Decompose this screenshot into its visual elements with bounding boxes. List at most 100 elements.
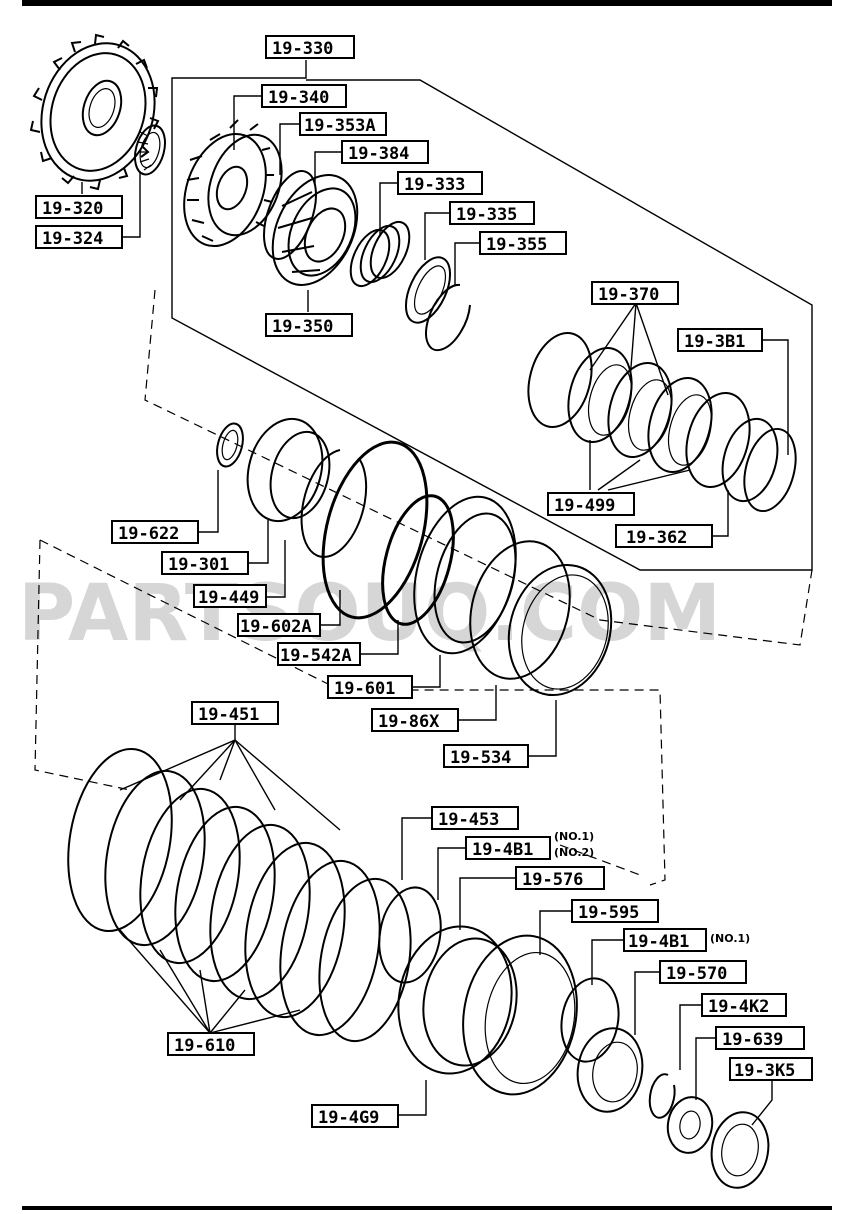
callout-19-330[interactable]: 19-330: [265, 35, 355, 59]
callout-text: 19-3K5: [734, 1061, 795, 1081]
part-19-340-drum: [183, 119, 283, 248]
callout-19-3B1[interactable]: 19-3B1: [677, 328, 763, 352]
part-19-449-snap-ring: [300, 449, 368, 558]
callout-text: 19-301: [168, 555, 229, 575]
callout-19-324[interactable]: 19-324: [35, 225, 123, 249]
callout-19-370[interactable]: 19-370: [591, 281, 679, 305]
part-19-355-snap-ring: [425, 283, 471, 352]
callout-text: 19-333: [404, 175, 465, 195]
callout-19-451[interactable]: 19-451: [191, 701, 279, 725]
callout-text: 19-362: [626, 528, 687, 548]
callout-text: 19-451: [198, 705, 259, 725]
callout-text: 19-610: [174, 1036, 235, 1056]
callout-text: 19-3B1: [684, 332, 745, 352]
callout-19-639[interactable]: 19-639: [715, 1026, 805, 1050]
callout-text: 19-384: [348, 144, 409, 164]
callout-19-610[interactable]: 19-610: [167, 1032, 255, 1056]
callout-text: 19-449: [198, 588, 259, 608]
part-19-4B1-snap-ring: [560, 977, 620, 1063]
callout-19-542A[interactable]: 19-542A: [277, 642, 361, 666]
part-19-534-ring: [507, 563, 613, 697]
part-19-602A-seal: [321, 440, 429, 620]
part-19-639-washer: [666, 1096, 714, 1154]
callout-19-4B1-no1-no2[interactable]: 19-4B1: [465, 836, 551, 860]
callout-19-353A[interactable]: 19-353A: [299, 112, 387, 136]
callout-text: 19-601: [334, 679, 395, 699]
note-no1-a: (NO.1): [554, 830, 594, 843]
callout-text: 19-622: [118, 524, 179, 544]
callout-text: 19-534: [450, 748, 511, 768]
callout-19-4K2[interactable]: 19-4K2: [701, 993, 787, 1017]
part-19-324-bearing: [134, 124, 166, 176]
callout-text: 19-353A: [304, 116, 376, 136]
callout-19-3K5[interactable]: 19-3K5: [729, 1057, 813, 1081]
callout-19-384[interactable]: 19-384: [341, 140, 429, 164]
callout-19-340[interactable]: 19-340: [261, 84, 347, 108]
callout-text: 19-370: [598, 285, 659, 305]
callout-19-355[interactable]: 19-355: [479, 231, 567, 255]
callout-text: 19-542A: [280, 646, 352, 666]
callout-19-362[interactable]: 19-362: [615, 524, 713, 548]
part-19-320-gear: [29, 33, 160, 191]
callout-19-449[interactable]: 19-449: [193, 584, 267, 608]
callout-19-595[interactable]: 19-595: [571, 899, 659, 923]
callout-19-601[interactable]: 19-601: [327, 675, 413, 699]
callout-19-350[interactable]: 19-350: [265, 313, 353, 337]
callout-text: 19-335: [456, 205, 517, 225]
callout-19-320[interactable]: 19-320: [35, 195, 123, 219]
callout-text: 19-324: [42, 229, 103, 249]
part-19-576-drum: [397, 925, 518, 1075]
part-19-451-19-610-plates: [67, 747, 412, 1043]
leader-lines: [81, 95, 789, 1126]
part-19-86X-seal: [469, 540, 571, 680]
callout-text: 19-595: [578, 903, 639, 923]
callout-text: 19-4G9: [318, 1108, 379, 1128]
callout-text: 19-350: [272, 317, 333, 337]
callout-19-86X[interactable]: 19-86X: [371, 708, 459, 732]
dashed-outline-upper: [144, 289, 813, 646]
callout-text: 19-4K2: [708, 997, 769, 1017]
callout-text: 19-4B1: [472, 840, 533, 860]
part-19-370-clutch-plates: [527, 331, 797, 513]
callout-19-499[interactable]: 19-499: [547, 492, 635, 516]
callout-19-622[interactable]: 19-622: [111, 520, 199, 544]
watermark: PARTSOUQ.COM: [18, 569, 721, 659]
callout-text: 19-330: [272, 39, 333, 59]
callout-19-570[interactable]: 19-570: [659, 960, 747, 984]
callout-19-4G9[interactable]: 19-4G9: [311, 1104, 399, 1128]
part-19-3K5-bearing: [710, 1111, 770, 1189]
callout-19-4B1-no1[interactable]: 19-4B1: [623, 928, 707, 952]
part-19-333-spring: [349, 220, 411, 288]
note-no1-b: (NO.1): [710, 932, 750, 945]
callout-text: 19-355: [486, 235, 547, 255]
callout-19-335[interactable]: 19-335: [449, 201, 535, 225]
callout-text: 19-639: [722, 1030, 783, 1050]
callout-text: 19-570: [666, 964, 727, 984]
callout-19-576[interactable]: 19-576: [515, 866, 605, 890]
callout-19-534[interactable]: 19-534: [443, 744, 529, 768]
callout-text: 19-340: [268, 88, 329, 108]
part-19-595-housing: [462, 934, 578, 1096]
part-19-622-bearing: [216, 422, 244, 468]
callout-text: 19-4B1: [628, 932, 689, 952]
callout-text: 19-499: [554, 496, 615, 516]
part-19-542A-seal: [381, 494, 455, 626]
callout-19-301[interactable]: 19-301: [161, 551, 249, 575]
part-19-384-piston: [271, 174, 359, 286]
dashed-outline-lower: [34, 539, 666, 886]
assembly-outline-19-330: [171, 60, 813, 571]
note-no2: (NO.2): [554, 846, 594, 859]
part-19-570-gear: [576, 1027, 644, 1113]
callout-19-602A[interactable]: 19-602A: [237, 613, 321, 637]
top-border: [22, 0, 832, 6]
callout-text: 19-453: [438, 810, 499, 830]
callout-text: 19-86X: [378, 712, 440, 732]
bottom-border: [22, 1206, 832, 1210]
part-19-301-hub: [246, 417, 331, 523]
part-19-4K2-snap-ring: [648, 1073, 676, 1119]
callout-19-453[interactable]: 19-453: [431, 806, 519, 830]
callout-text: 19-576: [522, 870, 583, 890]
callout-text: 19-602A: [240, 617, 312, 637]
callout-19-333[interactable]: 19-333: [397, 171, 483, 195]
